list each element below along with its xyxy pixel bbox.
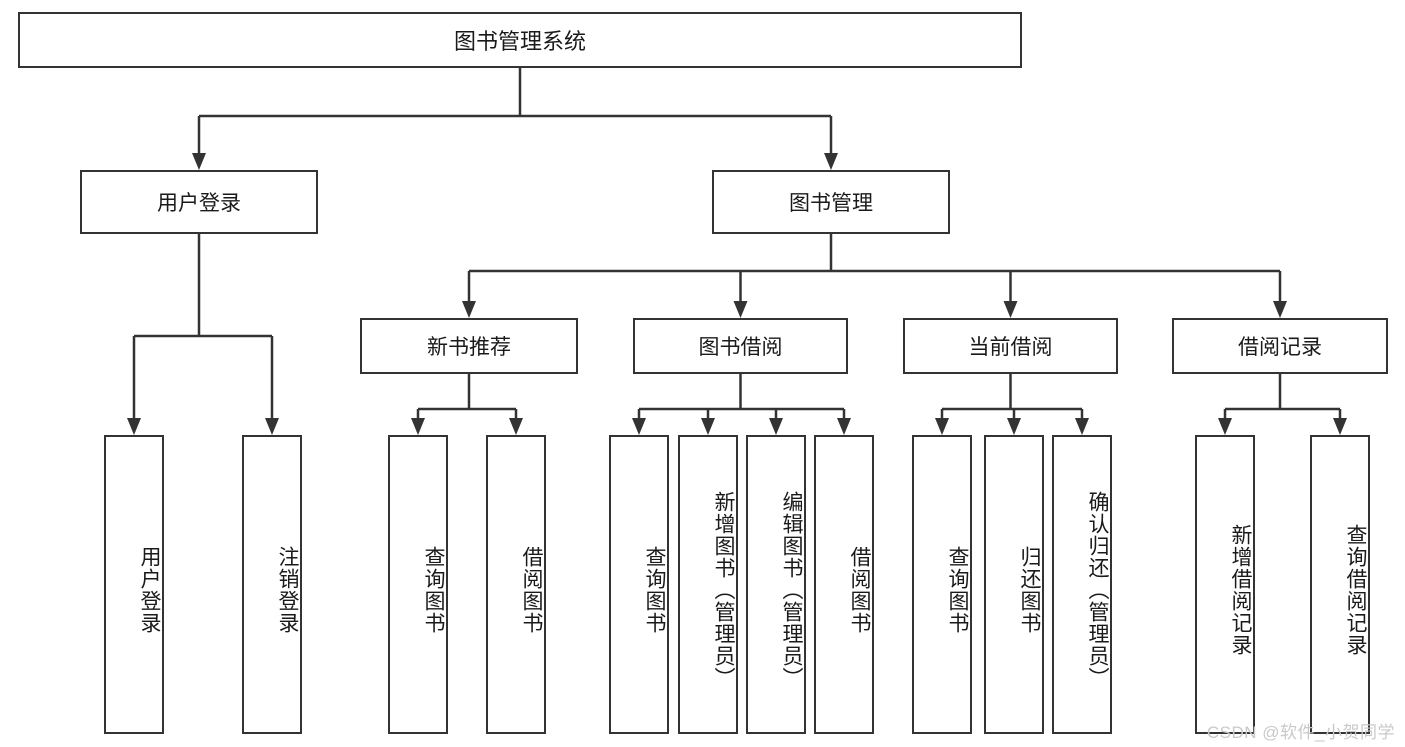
node-box-bookmgmt[interactable]: 图书管理 — [712, 170, 950, 234]
arrowhead-b-edit — [769, 418, 783, 435]
node-label-newbook: 新书推荐 — [427, 336, 511, 359]
node-box-records[interactable]: 借阅记录 — [1172, 318, 1388, 374]
node-box-newbook[interactable]: 新书推荐 — [360, 318, 578, 374]
arrowhead-c-query — [935, 418, 949, 435]
arrowhead-n-borrow — [509, 418, 523, 435]
arrowhead-login — [192, 153, 206, 170]
node-label-bookmgmt: 图书管理 — [789, 192, 873, 215]
node-box-b-borrow[interactable]: 借阅图书 — [814, 435, 874, 734]
node-box-n-query[interactable]: 查询图书 — [388, 435, 448, 734]
node-label-n-query: 查询图书 — [422, 545, 445, 634]
arrowhead-r-query — [1333, 418, 1347, 435]
node-label-b-edit: 编辑图书（管理员） — [780, 490, 803, 689]
node-label-b-query: 查询图书 — [643, 545, 666, 634]
arrowhead-l-logout — [265, 418, 279, 435]
node-label-records: 借阅记录 — [1238, 336, 1322, 359]
node-box-login[interactable]: 用户登录 — [80, 170, 318, 234]
arrowhead-b-query — [632, 418, 646, 435]
node-box-l-login[interactable]: 用户登录 — [104, 435, 164, 734]
node-box-b-add[interactable]: 新增图书（管理员） — [678, 435, 738, 734]
watermark-text: CSDN @软件_小贺同学 — [1206, 723, 1395, 742]
node-label-c-query: 查询图书 — [946, 545, 969, 634]
node-box-r-query[interactable]: 查询借阅记录 — [1310, 435, 1370, 734]
arrowhead-current — [1003, 301, 1018, 318]
node-label-r-query: 查询借阅记录 — [1344, 523, 1367, 656]
node-label-login: 用户登录 — [157, 192, 241, 215]
arrowhead-bookmgmt — [824, 153, 838, 170]
node-box-c-return[interactable]: 归还图书 — [984, 435, 1044, 734]
node-box-b-edit[interactable]: 编辑图书（管理员） — [746, 435, 806, 734]
node-label-current: 当前借阅 — [968, 336, 1053, 359]
node-label-l-logout: 注销登录 — [276, 545, 299, 634]
node-label-b-add: 新增图书（管理员） — [712, 490, 735, 689]
node-label-c-return: 归还图书 — [1018, 545, 1041, 634]
arrowhead-n-query — [411, 418, 425, 435]
arrowhead-l-login — [127, 418, 141, 435]
node-label-c-confirm: 确认归还（管理员） — [1086, 490, 1109, 689]
node-label-r-add: 新增借阅记录 — [1229, 523, 1252, 656]
node-label-root: 图书管理系统 — [453, 29, 586, 54]
node-box-root[interactable]: 图书管理系统 — [18, 12, 1022, 68]
node-box-c-query[interactable]: 查询图书 — [912, 435, 972, 734]
node-box-n-borrow[interactable]: 借阅图书 — [486, 435, 546, 734]
arrowhead-records — [1273, 301, 1287, 318]
node-box-borrow[interactable]: 图书借阅 — [633, 318, 848, 374]
node-label-n-borrow: 借阅图书 — [520, 545, 543, 634]
node-box-b-query[interactable]: 查询图书 — [609, 435, 669, 734]
arrowhead-b-add — [701, 418, 715, 435]
node-label-borrow: 图书借阅 — [698, 336, 783, 359]
arrowhead-r-add — [1218, 418, 1232, 435]
node-label-b-borrow: 借阅图书 — [848, 545, 871, 634]
arrowhead-newbook — [462, 301, 476, 318]
node-box-l-logout[interactable]: 注销登录 — [242, 435, 302, 734]
node-box-c-confirm[interactable]: 确认归还（管理员） — [1052, 435, 1112, 734]
arrowhead-b-borrow — [837, 418, 851, 435]
node-box-current[interactable]: 当前借阅 — [903, 318, 1118, 374]
node-label-l-login: 用户登录 — [138, 545, 161, 634]
arrowhead-borrow — [733, 301, 748, 318]
arrowhead-c-confirm — [1075, 418, 1089, 435]
node-box-r-add[interactable]: 新增借阅记录 — [1195, 435, 1255, 734]
arrowhead-c-return — [1007, 418, 1021, 435]
